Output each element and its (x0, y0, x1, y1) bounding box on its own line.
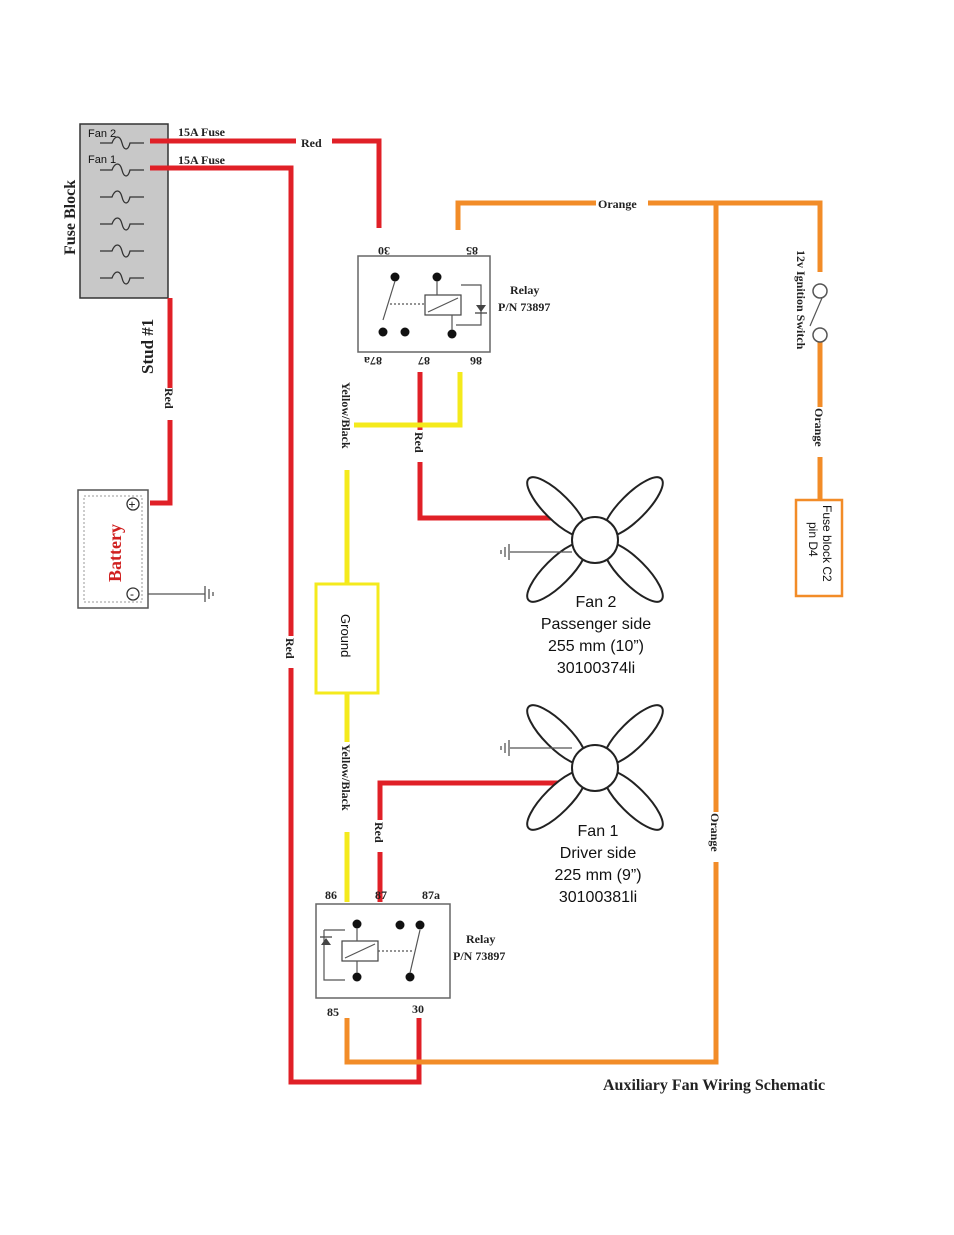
relay-bottom-pin-87: 87 (375, 888, 387, 902)
relay-bottom-label: Relay (466, 932, 495, 946)
relay-top: 30 85 87a 87 86 Relay P/N 73897 (357, 244, 550, 368)
fuse-symbols (100, 136, 144, 285)
relay-top-part-number: P/N 73897 (498, 300, 550, 314)
relay-bottom-diode-icon (321, 938, 331, 945)
battery-ground-icon (204, 586, 214, 602)
ignition-switch: 12v Ignition Switch (794, 250, 828, 350)
wire-label-yellow-top: Yellow/Black (339, 382, 353, 449)
fuse-block-body (79, 123, 169, 299)
fan1-line2: Driver side (560, 845, 637, 862)
wire-label-red-long: Red (283, 638, 297, 659)
fuse1-rating: 15A Fuse (178, 153, 226, 167)
fuse-block-c2-line1: Fuse block C2 (820, 505, 834, 582)
fan2-line4: 30100374li (557, 660, 635, 677)
fan1-line1: Fan 1 (578, 823, 619, 840)
orange-wire-relay-bottom (344, 203, 719, 1065)
fuse-block-c2-line2: pin D4 (806, 522, 820, 557)
battery-positive-terminal (126, 497, 140, 511)
fan2-line1: Fan 2 (576, 594, 617, 611)
fan2-line2: Passenger side (541, 616, 651, 633)
relay-top-pin-86: 86 (470, 354, 482, 368)
orange-wire-labels: Orange Orange Orange (596, 197, 827, 862)
orange-wire-relay-ignition (455, 200, 823, 500)
fan2: Fan 2 Passenger side 255 mm (10”) 301003… (500, 476, 664, 677)
battery-positive-symbol: + (129, 498, 136, 512)
battery-label: Battery (105, 524, 125, 582)
fan1-hub (571, 744, 619, 792)
fuse-block-c2: Fuse block C2 pin D4 (794, 498, 844, 598)
wire-label-orange-long: Orange (708, 813, 722, 852)
yellow-wire-labels: Yellow/Black Yellow/Black (339, 380, 354, 832)
fan1-line4: 30100381li (559, 889, 637, 906)
battery-negative-symbol: - (130, 587, 134, 601)
ignition-switch-label: 12v Ignition Switch (794, 250, 808, 350)
ground-box-label: Ground (338, 614, 353, 657)
relay-top-label: Relay (510, 283, 539, 297)
red-wire-fuse2-relay-top (150, 138, 382, 228)
relay-bottom-part-number: P/N 73897 (453, 949, 505, 963)
relay-bottom: 86 87 87a 85 30 Relay P/N 73897 (315, 888, 505, 1019)
relay-top-pin-87a: 87a (364, 354, 382, 368)
ground-box-rect (314, 582, 380, 695)
relay-bottom-pin-85: 85 (327, 1005, 339, 1019)
battery-negative-terminal (126, 587, 140, 601)
relay-bottom-pin-30: 30 (412, 1002, 424, 1016)
fan1: Fan 1 Driver side 225 mm (9”) 30100381li (500, 704, 664, 906)
red-wire-labels: Red Red Red Red Red (162, 136, 427, 852)
relay-top-diode-icon (476, 305, 486, 312)
fan2-line3: 255 mm (10”) (548, 638, 644, 655)
wire-label-orange-top: Orange (598, 197, 637, 211)
fan1-line3: 225 mm (9”) (554, 867, 641, 884)
red-wire-relay-bottom-fan1 (377, 780, 558, 902)
fuse-block-title: Fuse Block (62, 180, 79, 255)
schematic-title: Auxiliary Fan Wiring Schematic (603, 1077, 825, 1094)
wire-label-red-fan1: Red (372, 822, 386, 843)
red-wire-relay-top-fan2 (417, 372, 558, 521)
red-wire-stud-battery (150, 298, 173, 506)
fan2-ground-icon (500, 544, 510, 560)
relay-bottom-pin-87a: 87a (422, 888, 440, 902)
fan1-ground-icon (500, 740, 510, 756)
fan2-hub (571, 516, 619, 564)
stud-label: Stud #1 (138, 319, 157, 374)
relay-top-pin-87: 87 (418, 354, 430, 368)
wire-label-orange-c2: Orange (812, 408, 826, 447)
ground-box: Ground (314, 582, 380, 695)
relay-top-pin-30: 30 (378, 244, 390, 258)
fuse-block-c2-box (794, 498, 844, 598)
wire-label-red-top: Red (301, 136, 322, 150)
yellow-wire-relay-top-ground (344, 372, 463, 584)
wire-label-yellow-bottom: Yellow/Black (339, 744, 353, 811)
fuse-block: Fan 2 Fan 1 Fuse Block 15A Fuse 15A Fuse (62, 123, 226, 299)
battery: + - Battery (77, 489, 214, 609)
relay-bottom-pin-86: 86 (325, 888, 337, 902)
relay-top-pin-85: 85 (466, 244, 478, 258)
wire-label-red-stud: Red (162, 388, 176, 409)
fuse2-rating: 15A Fuse (178, 125, 226, 139)
fuse-fan1-label: Fan 1 (88, 154, 116, 166)
wire-label-red-fan2: Red (412, 432, 426, 453)
fuse-fan2-label: Fan 2 (88, 128, 116, 140)
